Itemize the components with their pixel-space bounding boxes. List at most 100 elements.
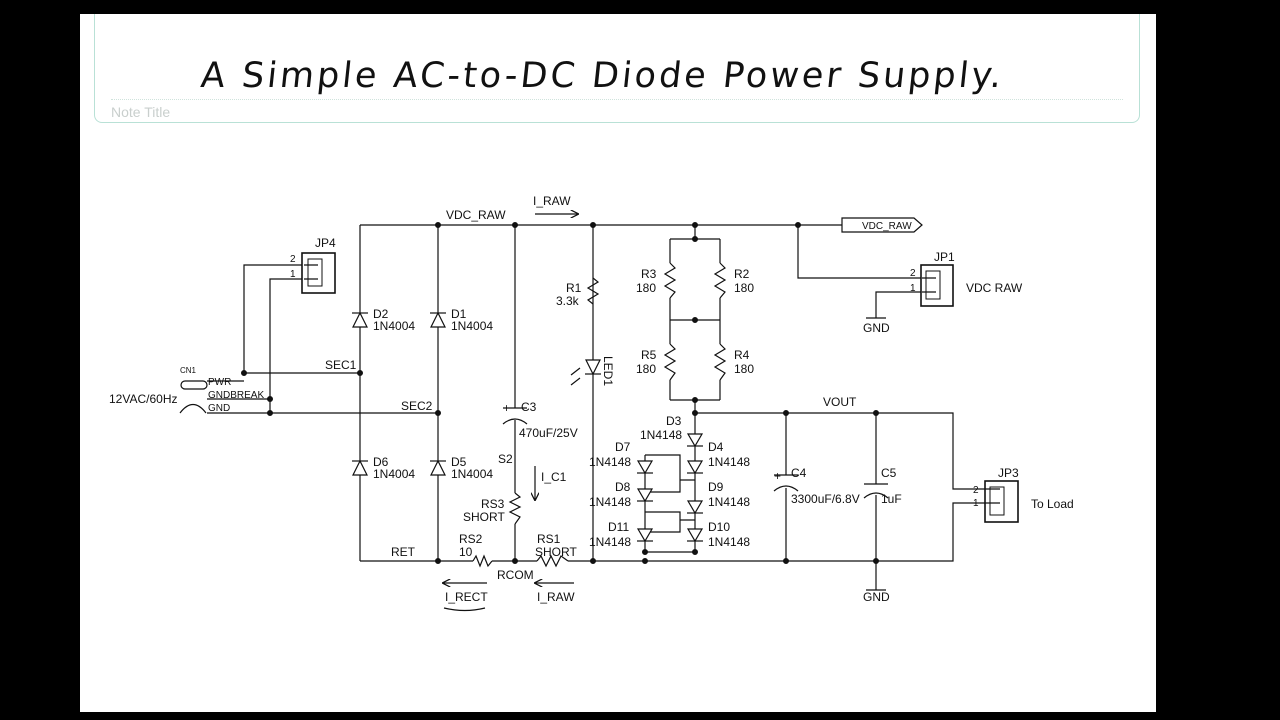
cn1-gnd: GND	[208, 403, 230, 414]
jp3-pin1: 1	[973, 498, 979, 509]
resistor-rs2: RS2 10	[459, 532, 493, 568]
net-i-raw-top: I_RAW	[533, 194, 571, 208]
r5-ref: R5	[641, 348, 657, 362]
gnd-jp1-label: GND	[863, 321, 890, 335]
rs1-ref: RS1	[537, 532, 561, 546]
connector-jp3: JP3 2 1 To Load	[973, 466, 1074, 523]
jp1-pin2: 2	[910, 268, 916, 279]
net-sec1: SEC1	[325, 358, 357, 372]
d7-ref: D7	[615, 440, 631, 454]
rs2-ref: RS2	[459, 532, 483, 546]
d6-ref: D6	[373, 455, 389, 469]
net-i-rect: I_RECT	[445, 590, 488, 604]
d2-value: 1N4004	[373, 319, 415, 333]
ac-input-label: 12VAC/60Hz	[109, 392, 177, 406]
rs2-value: 10	[459, 545, 473, 559]
diode-d7: D7 1N4148	[589, 440, 654, 475]
connector-cn1: CN1 PWR GNDBREAK GND 12VAC/60Hz	[109, 366, 264, 414]
r1-value: 3.3k	[556, 294, 580, 308]
resistor-r3: R3 180	[636, 262, 677, 299]
diode-d10: D10 1N4148	[686, 520, 750, 549]
net-s2: S2	[498, 452, 513, 466]
diode-d9: D9 1N4148	[686, 480, 750, 515]
diode-d5: D5 1N4004	[430, 455, 493, 481]
note-header: Note Title A Simple AC-to-DC Diode Power…	[94, 14, 1140, 123]
net-labels: VDC_RAW I_RAW SEC1 SEC2 RET S2 I_C1 RCOM…	[325, 194, 857, 612]
note-title-placeholder[interactable]: Note Title	[111, 104, 171, 120]
r2-value: 180	[734, 281, 754, 295]
r3-ref: R3	[641, 267, 657, 281]
jp4-pin2: 2	[290, 254, 296, 265]
resistor-rs1: RS1 SHORT	[535, 532, 577, 568]
net-i-c1: I_C1	[541, 470, 567, 484]
gnd-symbol-jp1: GND	[863, 317, 890, 335]
r5-value: 180	[636, 362, 656, 376]
net-ret: RET	[391, 545, 416, 559]
resistor-rs3: RS3 SHORT	[463, 492, 522, 525]
diode-d1: D1 1N4004	[430, 307, 493, 333]
d8-value: 1N4148	[589, 495, 631, 509]
jp1-pin1: 1	[910, 283, 916, 294]
c3-plus: +	[503, 401, 510, 415]
cn1-label: CN1	[180, 366, 197, 375]
diode-d3: D3 1N4148	[640, 414, 704, 448]
led-led1: LED1	[570, 356, 615, 386]
capacitor-c3: + C3 470uF/25V	[502, 400, 578, 440]
net-i-raw-bottom: I_RAW	[537, 590, 575, 604]
net-rcom: RCOM	[497, 568, 534, 582]
r4-value: 180	[734, 362, 754, 376]
r3-value: 180	[636, 281, 656, 295]
cn1-pwr: PWR	[208, 377, 231, 388]
rs3-ref: RS3	[481, 497, 505, 511]
rs1-value: SHORT	[535, 545, 577, 559]
gnd-symbol-bottom: GND	[863, 589, 890, 604]
d8-ref: D8	[615, 480, 631, 494]
c5-ref: C5	[881, 466, 897, 480]
net-vdc-raw: VDC_RAW	[446, 208, 506, 222]
d1-value: 1N4004	[451, 319, 493, 333]
capacitor-c4: + C4 3300uF/6.8V	[773, 466, 860, 506]
vdc-raw-port-label: VDC_RAW	[862, 221, 912, 232]
resistor-r4: R4 180	[713, 343, 754, 381]
r4-ref: R4	[734, 348, 750, 362]
d4-value: 1N4148	[708, 455, 750, 469]
vdc-raw-port: VDC_RAW	[841, 217, 923, 233]
d9-value: 1N4148	[708, 495, 750, 509]
connector-jp4: JP4 2 1	[290, 236, 336, 294]
d1-ref: D1	[451, 307, 467, 321]
resistor-r5: R5 180	[636, 343, 677, 381]
c3-ref: C3	[521, 400, 537, 414]
net-vout: VOUT	[823, 395, 857, 409]
d5-value: 1N4004	[451, 467, 493, 481]
d6-value: 1N4004	[373, 467, 415, 481]
d9-ref: D9	[708, 480, 724, 494]
resistor-r2: R2 180	[713, 262, 754, 299]
d2-ref: D2	[373, 307, 389, 321]
jp4-pin1: 1	[290, 269, 296, 280]
header-divider	[111, 99, 1123, 100]
diode-d8: D8 1N4148	[589, 480, 654, 509]
d10-ref: D10	[708, 520, 730, 534]
diode-d4: D4 1N4148	[686, 440, 750, 475]
c4-plus: +	[774, 469, 781, 483]
d5-ref: D5	[451, 455, 467, 469]
d11-value: 1N4148	[589, 535, 631, 549]
r2-ref: R2	[734, 267, 750, 281]
jp3-pin2: 2	[973, 485, 979, 496]
c5-value: 1uF	[881, 492, 902, 506]
d11-ref: D11	[608, 520, 629, 534]
c4-ref: C4	[791, 466, 807, 480]
resistor-r1: R1 3.3k	[556, 277, 600, 308]
diode-d6: D6 1N4004	[352, 455, 415, 481]
d3-value: 1N4148	[640, 428, 682, 442]
i-rect-underline	[443, 607, 486, 612]
notebook-page: Note Title A Simple AC-to-DC Diode Power…	[80, 14, 1156, 712]
d10-value: 1N4148	[708, 535, 750, 549]
c3-value: 470uF/25V	[519, 426, 578, 440]
wires	[207, 224, 985, 590]
rs3-value: SHORT	[463, 510, 505, 524]
r1-ref: R1	[566, 281, 582, 295]
junction-dots	[241, 222, 879, 564]
gnd-bottom-label: GND	[863, 590, 890, 604]
